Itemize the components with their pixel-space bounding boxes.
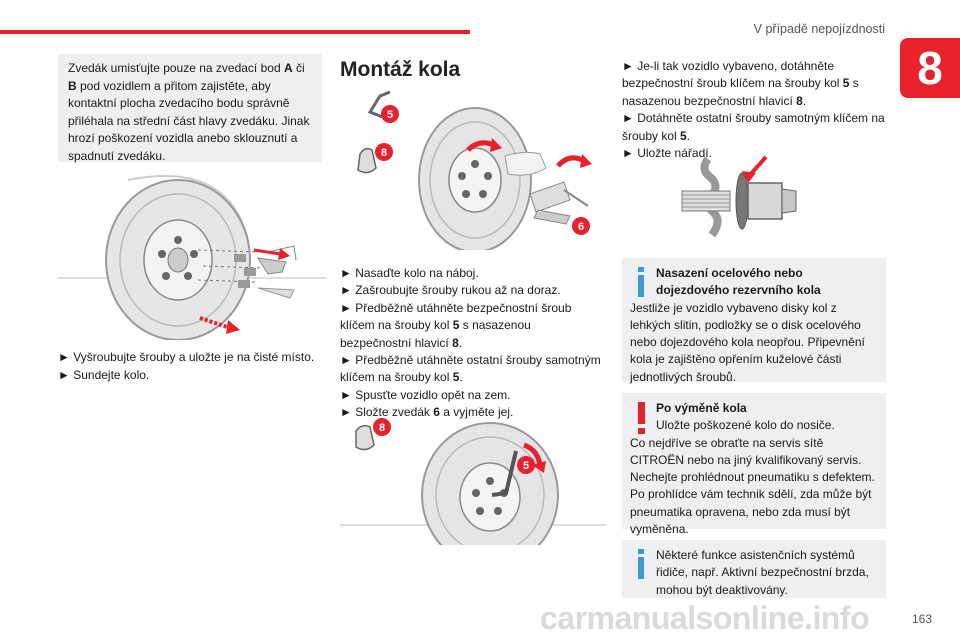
assist-systems-text: Některé funkce asistenčních systémů řidi… xyxy=(656,548,869,597)
step-fit-hub: ► Nasaďte kolo na náboj. xyxy=(340,266,479,280)
jack-warning-note: Zvedák umisťujte pouze na zvedací bod A … xyxy=(58,54,322,163)
mount-wheel-illustration: 5 8 6 xyxy=(357,90,592,250)
callout-8: 8 xyxy=(381,147,387,159)
after-wheel-change-warning: Po výměně kola Uložte poškozené kolo do … xyxy=(622,393,886,536)
info-icon xyxy=(638,267,644,297)
callout-8b: 8 xyxy=(379,422,385,434)
step-lower-vehicle: ► Spusťte vozidlo opět na zem. xyxy=(340,387,511,402)
info-icon-2 xyxy=(638,549,644,579)
bolt-washer-illustration xyxy=(681,155,797,238)
after-wheel-change-line1: Uložte poškozené kolo do nosiče. xyxy=(656,418,835,433)
step-fold-jack: ► Složte zvedák 6 a vyjměte jej. xyxy=(340,405,514,420)
page-number: 163 xyxy=(911,612,932,626)
step-pretighten-security-bolt: ► Předběžně utáhněte bezpečnostní šroub … xyxy=(340,300,572,350)
steel-spare-wheel-body: Jestliže je vozidlo vybaveno disky kol z… xyxy=(630,300,865,384)
mount-wheel-steps: ► Nasaďte kolo na náboj. ► Zašroubujte š… xyxy=(340,265,605,422)
step-hand-tighten: ► Zašroubujte šrouby rukou až na doraz. xyxy=(340,283,561,298)
callout-6: 6 xyxy=(578,221,584,233)
remove-wheel-illustration xyxy=(58,175,326,340)
steel-spare-wheel-info: Nasazení ocelového nebo dojezdového reze… xyxy=(622,258,886,384)
step-pretighten-bolts: ► Předběžně utáhněte ostatní šrouby samo… xyxy=(340,353,601,385)
step-store-tools: ► Uložte nářadí. xyxy=(622,146,712,161)
watermark: carmanualsonline.info xyxy=(540,600,870,636)
after-wheel-change-title: Po výměně kola xyxy=(656,401,747,415)
assist-systems-info: Některé funkce asistenčních systémů řidi… xyxy=(622,540,886,598)
final-steps: ► Je-li tak vozidlo vybaveno, dotáhněte … xyxy=(622,58,890,162)
warning-exclamation-icon xyxy=(638,402,645,434)
step-tighten-security-bolt: ► Je-li tak vozidlo vybaveno, dotáhněte … xyxy=(622,59,859,108)
step-unscrew: ► Vyšroubujte šrouby a uložte je na čist… xyxy=(58,350,315,364)
step-tighten-bolts: ► Dotáhněte ostatní šrouby samotným klíč… xyxy=(622,111,885,143)
header-red-bar xyxy=(0,30,470,34)
callout-5b: 5 xyxy=(523,460,529,472)
callout-5: 5 xyxy=(387,109,393,121)
chapter-number-tab: 8 xyxy=(900,38,960,98)
header-title: V případě nepojízdnosti xyxy=(753,22,885,36)
tighten-bolts-illustration: 8 5 xyxy=(340,418,606,545)
jack-warning-text: Zvedák umisťujte pouze na zvedací bod A … xyxy=(68,61,310,163)
remove-wheel-steps: ► Vyšroubujte šrouby a uložte je na čist… xyxy=(58,349,326,384)
steel-spare-wheel-title: Nasazení ocelového nebo dojezdového reze… xyxy=(656,266,821,298)
section-title: Montáž kola xyxy=(340,58,461,81)
step-remove-wheel: ► Sundejte kolo. xyxy=(58,367,150,382)
after-wheel-change-body: Co nejdříve se obraťte na servis sítě CI… xyxy=(630,435,875,537)
